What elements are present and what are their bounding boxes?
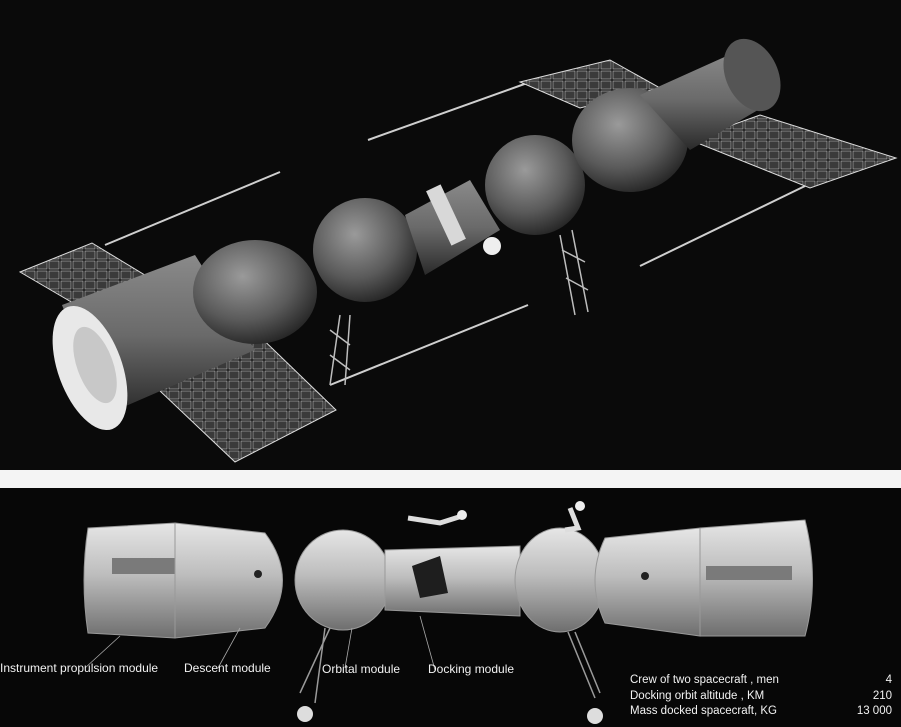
spec-table: Crew of two spacecraft , men 4 Docking o…	[630, 673, 892, 720]
spec-label: Docking orbit altitude , KM	[630, 689, 765, 702]
spec-value: 4	[885, 674, 892, 686]
spec-row: Mass docked spacecraft, KG 13 000	[630, 704, 892, 720]
spec-value: 13 000	[856, 705, 892, 717]
label-orbital-module: Orbital module	[322, 662, 401, 676]
spec-label: Crew of two spacecraft , men	[630, 674, 779, 686]
spec-row: Crew of two spacecraft , men 4	[630, 673, 892, 689]
spec-value: 210	[872, 689, 892, 702]
label-instrument-propulsion-module: Instrument propulsion module	[0, 661, 159, 675]
spec-row: Docking orbit altitude , KM 210	[630, 689, 892, 705]
label-descent-module: Descent module	[184, 661, 271, 675]
label-docking-module: Docking module	[428, 662, 515, 676]
docked-spacecraft-photo	[0, 0, 901, 470]
spacecraft-side-diagram	[0, 488, 901, 727]
separator	[0, 470, 901, 488]
spec-label: Mass docked spacecraft, KG	[630, 705, 778, 717]
